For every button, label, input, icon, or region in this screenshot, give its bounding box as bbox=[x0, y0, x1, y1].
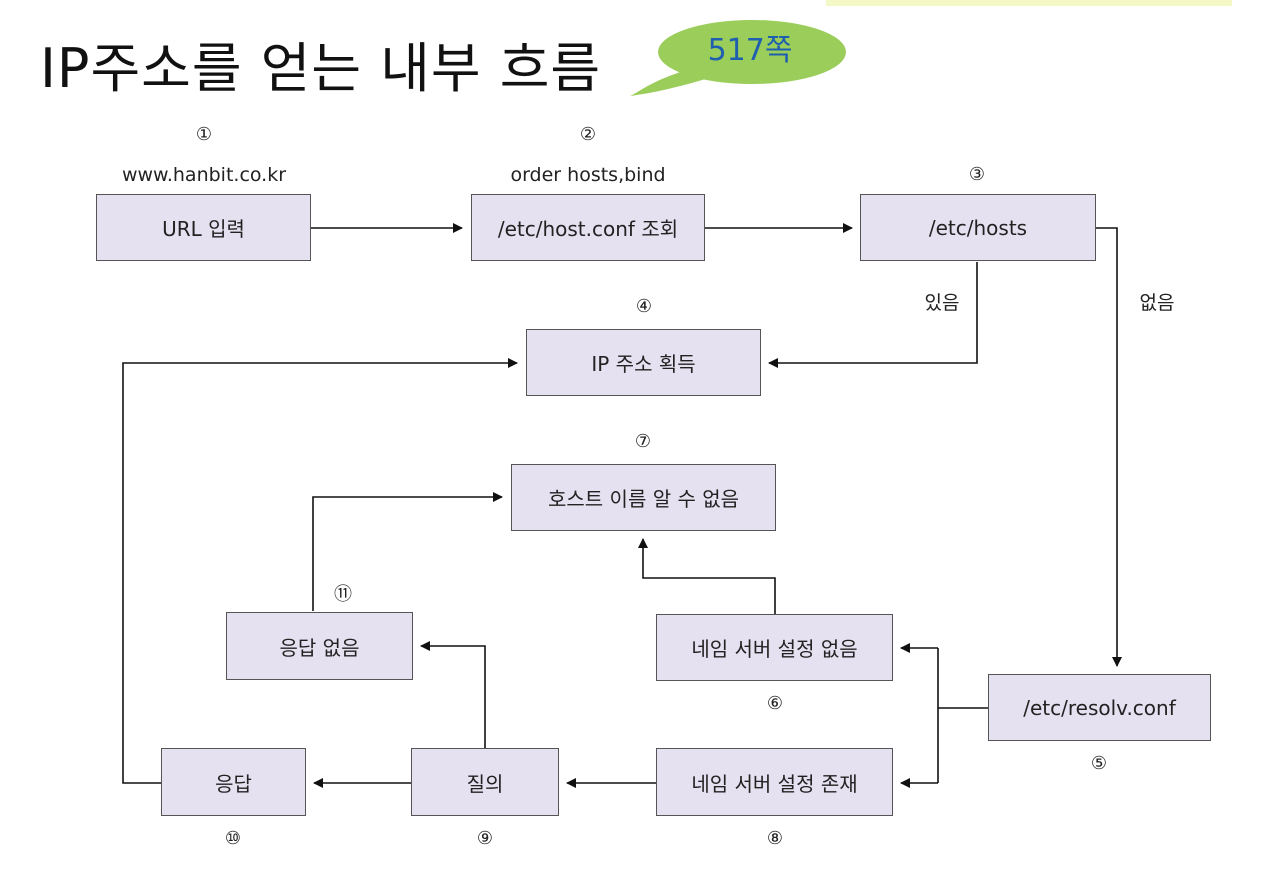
step-8-number: ⑧ bbox=[766, 828, 784, 849]
page-title: IP주소를 얻는 내부 흐름 bbox=[40, 37, 602, 100]
step-1-number: ① bbox=[195, 124, 213, 145]
step-11-number: ⑪ bbox=[334, 584, 352, 605]
step-2-caption: order hosts,bind bbox=[510, 164, 666, 186]
no-nameserver-box: 네임 서버 설정 없음 bbox=[656, 614, 893, 681]
arrow-no-response-to-unknown bbox=[312, 492, 503, 611]
ip-acquired-box: IP 주소 획득 bbox=[526, 329, 761, 396]
step-2-number: ② bbox=[579, 124, 597, 145]
resolv-conf-box: /etc/resolv.conf bbox=[988, 674, 1211, 741]
arrow-no-ns-to-unknown bbox=[638, 538, 776, 614]
step-6-number: ⑥ bbox=[766, 693, 784, 714]
host-conf-box: /etc/host.conf 조회 bbox=[471, 194, 705, 261]
found-label: 있음 bbox=[924, 292, 960, 314]
step-9-number: ⑨ bbox=[476, 828, 494, 849]
step-3-number: ③ bbox=[968, 164, 986, 185]
not-found-label: 없음 bbox=[1139, 292, 1175, 314]
step-7-number: ⑦ bbox=[634, 431, 652, 452]
speech-bubble-icon bbox=[630, 20, 846, 96]
step-1-caption: www.hanbit.co.kr bbox=[121, 164, 287, 186]
response-box: 응답 bbox=[161, 748, 306, 816]
host-unknown-box: 호스트 이름 알 수 없음 bbox=[511, 464, 776, 531]
page-reference-label: 517쪽 bbox=[707, 33, 793, 68]
arrow-query-to-no-response bbox=[420, 641, 486, 748]
url-input-box: URL 입력 bbox=[96, 194, 311, 261]
arrow-response-to-ip bbox=[122, 358, 518, 784]
etc-hosts-box: /etc/hosts bbox=[860, 194, 1096, 261]
no-response-box: 응답 없음 bbox=[226, 612, 413, 680]
arrow-hosts-to-resolv bbox=[1096, 227, 1122, 667]
arrow-hosts-to-ip bbox=[768, 262, 978, 368]
step-5-number: ⑤ bbox=[1090, 753, 1108, 774]
step-4-number: ④ bbox=[635, 296, 653, 317]
step-10-number: ⑩ bbox=[224, 828, 242, 849]
top-highlight-bar bbox=[826, 0, 1232, 6]
query-box: 질의 bbox=[411, 748, 559, 816]
nameserver-exists-box: 네임 서버 설정 존재 bbox=[656, 748, 893, 816]
